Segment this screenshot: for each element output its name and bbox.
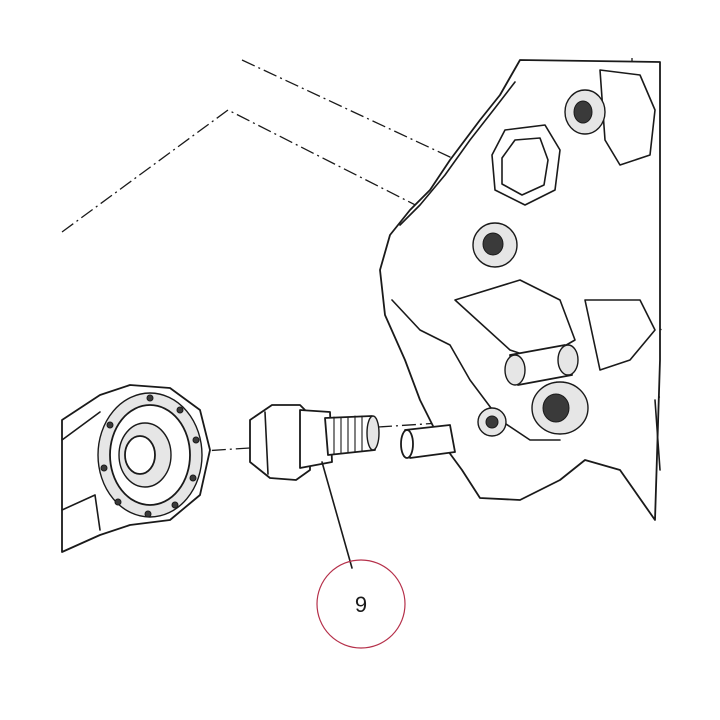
bracket-upper-lug [599,69,656,166]
housing-bolt-hole [100,464,108,472]
housing-bolt-hole [176,406,184,414]
housing-bolt-hole [146,394,154,402]
housing-bolt-hole [171,501,179,509]
bracket-stud-base [504,354,526,386]
housing-arm-lower-edge [61,494,101,531]
bearing-housing [61,384,211,553]
callout-circle [316,559,406,649]
bracket-bore-middle-hole [482,232,504,256]
housing-bolt-hole [114,498,122,506]
bolt-thread-end [366,415,380,451]
housing-arm-edge [61,411,101,441]
bracket-stud-end [557,344,579,376]
bracket-body [379,59,661,521]
axis-line-bolt [377,422,441,428]
bracket-stud [504,344,579,386]
bracket-rib [454,279,576,361]
bracket-inner-edge [391,299,561,441]
bracket-pocket-inner [501,137,549,196]
housing-bolt-holes [100,394,200,518]
bolt-thread-lines [333,415,363,455]
housing-bolt-hole [106,421,114,429]
bracket-pocket [491,124,561,206]
bracket-bore-lower-hole [542,393,570,423]
bracket-right-flange [584,299,656,371]
bracket-right-edge [654,399,661,471]
housing-bearing-bore [124,435,156,475]
callout-9: 9 [316,559,406,649]
bolt-hex-edge [264,411,269,475]
bracket-bore-top-hole [573,100,593,124]
callout-number: 9 [355,592,367,617]
bracket-edge-line [399,81,516,226]
callout-leader-line [321,461,353,569]
housing-bolt-hole [192,436,200,444]
frame-bracket [379,59,661,521]
housing-bolt-hole [144,510,152,518]
bracket-locating-pin-end [400,429,414,459]
housing-bolt-hole [189,474,197,482]
bracket-bore-small-hole [485,415,499,429]
part-9-stud-bolt [249,404,380,481]
bolt-collar [299,409,333,469]
